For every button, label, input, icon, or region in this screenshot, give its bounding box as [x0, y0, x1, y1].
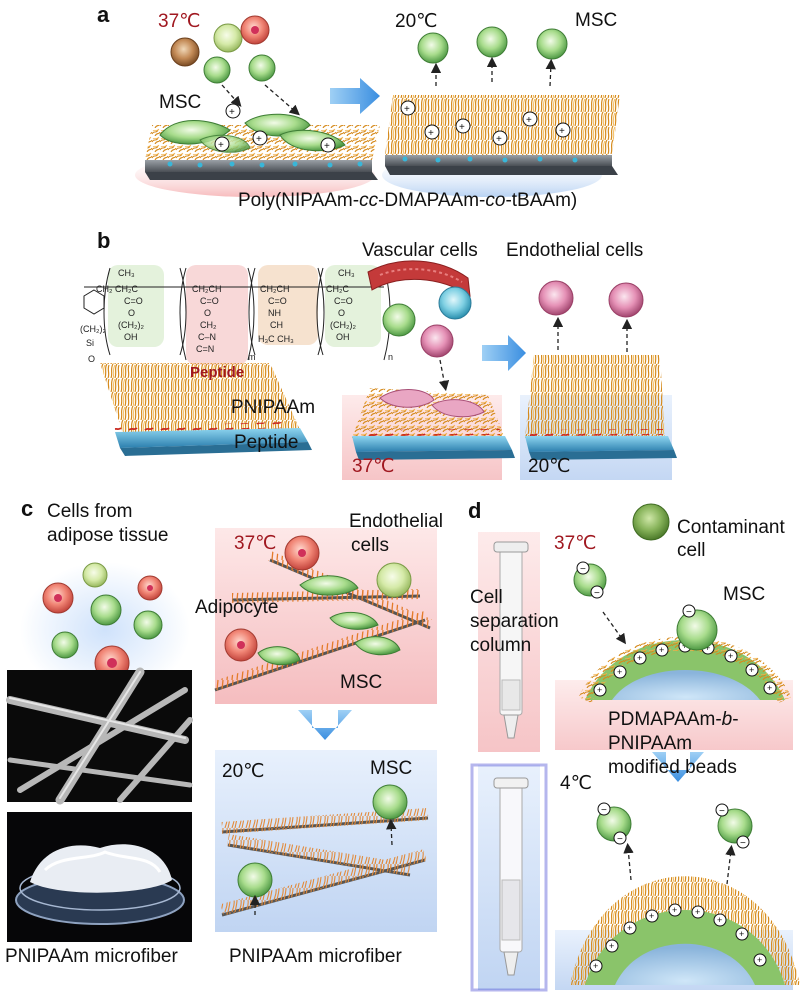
panel-b-letter: b: [97, 228, 111, 253]
svg-text:C=O: C=O: [268, 296, 287, 306]
svg-text:(CH₂)₂: (CH₂)₂: [80, 324, 106, 334]
panel-d-letter: d: [468, 498, 482, 523]
panel-c-letter: c: [21, 496, 34, 521]
panel-b-peptide-label: Peptide: [234, 432, 299, 453]
svg-text:+: +: [695, 907, 700, 917]
panel-b-pnipaam-label: PNIPAAm: [231, 397, 316, 418]
svg-text:OH: OH: [336, 332, 350, 342]
svg-text:+: +: [526, 115, 532, 126]
panel-c-temp-cold: 20℃: [222, 761, 265, 782]
panel-a-temp-warm: 37℃: [158, 11, 201, 32]
panel-b-endothelial-label: Endothelial cells: [506, 240, 644, 261]
svg-text:−: −: [740, 838, 746, 849]
svg-text:+: +: [218, 140, 224, 151]
svg-text:−: −: [686, 607, 692, 618]
panel-c-adipocyte-label: Adipocyte: [195, 597, 279, 618]
svg-text:+: +: [496, 134, 502, 145]
svg-text:C–N: C–N: [198, 332, 216, 342]
svg-text:+: +: [757, 955, 762, 965]
panel-a-msc-label: MSC: [159, 92, 202, 113]
panel-d-temp-warm: 37℃: [554, 533, 597, 554]
svg-text:n: n: [388, 352, 393, 362]
svg-text:CH₂ CH₂C: CH₂ CH₂C: [96, 284, 138, 294]
panel-b-vascular-label: Vascular cells: [362, 240, 478, 261]
panel-d-temp-cold: 4℃: [560, 773, 592, 794]
svg-text:−: −: [580, 564, 586, 575]
panel-b-temp-warm: 37℃: [352, 456, 395, 477]
svg-text:Si: Si: [86, 338, 94, 348]
svg-text:+: +: [597, 685, 602, 695]
panel-a-polymer-label: Poly(NIPAAm-cc-DMAPAAm-co-tBAAm): [238, 190, 578, 211]
svg-text:+: +: [593, 961, 598, 971]
svg-text:C=O: C=O: [200, 296, 219, 306]
svg-text:CH₂CH: CH₂CH: [260, 284, 290, 294]
panel-c-msc-label: MSC: [340, 672, 383, 693]
panel-b-peptide-chem-label: Peptide: [190, 364, 245, 381]
svg-text:+: +: [559, 126, 565, 137]
svg-text:+: +: [428, 128, 434, 139]
svg-text:−: −: [594, 588, 600, 599]
svg-text:CH₃: CH₃: [118, 268, 135, 278]
panel-c-temp-warm: 37℃: [234, 533, 277, 554]
svg-text:+: +: [627, 923, 632, 933]
svg-text:C=O: C=O: [334, 296, 353, 306]
svg-text:+: +: [767, 683, 772, 693]
panel-c-msc-cold-label: MSC: [370, 758, 413, 779]
svg-text:O: O: [88, 354, 95, 364]
svg-text:C=N: C=N: [196, 344, 214, 354]
svg-text:+: +: [649, 911, 654, 921]
svg-text:+: +: [459, 122, 465, 133]
svg-text:−: −: [617, 834, 623, 845]
panel-d-msc-label: MSC: [723, 584, 766, 605]
panel-c-microfiber-left-label: PNIPAAm microfiber: [5, 946, 178, 967]
svg-text:+: +: [749, 665, 754, 675]
svg-text:O: O: [338, 308, 345, 318]
panel-a-temp-cold: 20℃: [395, 11, 438, 32]
svg-text:+: +: [739, 929, 744, 939]
panel-d-graphics: + + + + + + + + + − − − + + +: [470, 503, 800, 992]
panel-a-letter: a: [97, 2, 110, 27]
panel-c-microfiber-right-label: PNIPAAm microfiber: [229, 946, 402, 967]
panel-b-temp-cold: 20℃: [528, 456, 571, 477]
svg-text:−: −: [601, 805, 607, 816]
panel-b-graphics: CH₃ CH₂ CH₂C C=O O (CH₂)₂ OH CH₂CH C=O O…: [80, 260, 677, 480]
svg-text:CH₂CH: CH₂CH: [192, 284, 222, 294]
svg-text:+: +: [609, 941, 614, 951]
svg-text:+: +: [617, 667, 622, 677]
panel-a-msc-label-right: MSC: [575, 10, 618, 31]
svg-text:m: m: [248, 352, 256, 362]
svg-text:CH₂C: CH₂C: [326, 284, 349, 294]
svg-text:CH₂: CH₂: [200, 320, 217, 330]
svg-text:CH₃: CH₃: [338, 268, 355, 278]
panel-a-graphics: + + + + + + + + + +: [135, 15, 620, 197]
svg-text:+: +: [404, 104, 410, 115]
svg-text:+: +: [256, 134, 262, 145]
svg-text:+: +: [229, 107, 235, 118]
svg-text:O: O: [204, 308, 211, 318]
svg-text:+: +: [728, 651, 733, 661]
svg-text:C=O: C=O: [124, 296, 143, 306]
svg-text:+: +: [705, 643, 710, 653]
svg-text:O: O: [128, 308, 135, 318]
svg-text:+: +: [659, 645, 664, 655]
svg-text:CH: CH: [270, 320, 283, 330]
svg-text:(CH₂)₂: (CH₂)₂: [330, 320, 356, 330]
svg-text:OH: OH: [124, 332, 138, 342]
svg-text:+: +: [717, 915, 722, 925]
svg-text:−: −: [719, 806, 725, 817]
svg-text:(CH₂)₂: (CH₂)₂: [118, 320, 144, 330]
panel-c-graphics: [6, 528, 437, 942]
svg-text:+: +: [672, 905, 677, 915]
svg-text:+: +: [637, 653, 642, 663]
svg-text:+: +: [324, 141, 330, 152]
svg-text:H₃C CH₃: H₃C CH₃: [258, 334, 294, 344]
svg-text:NH: NH: [268, 308, 281, 318]
